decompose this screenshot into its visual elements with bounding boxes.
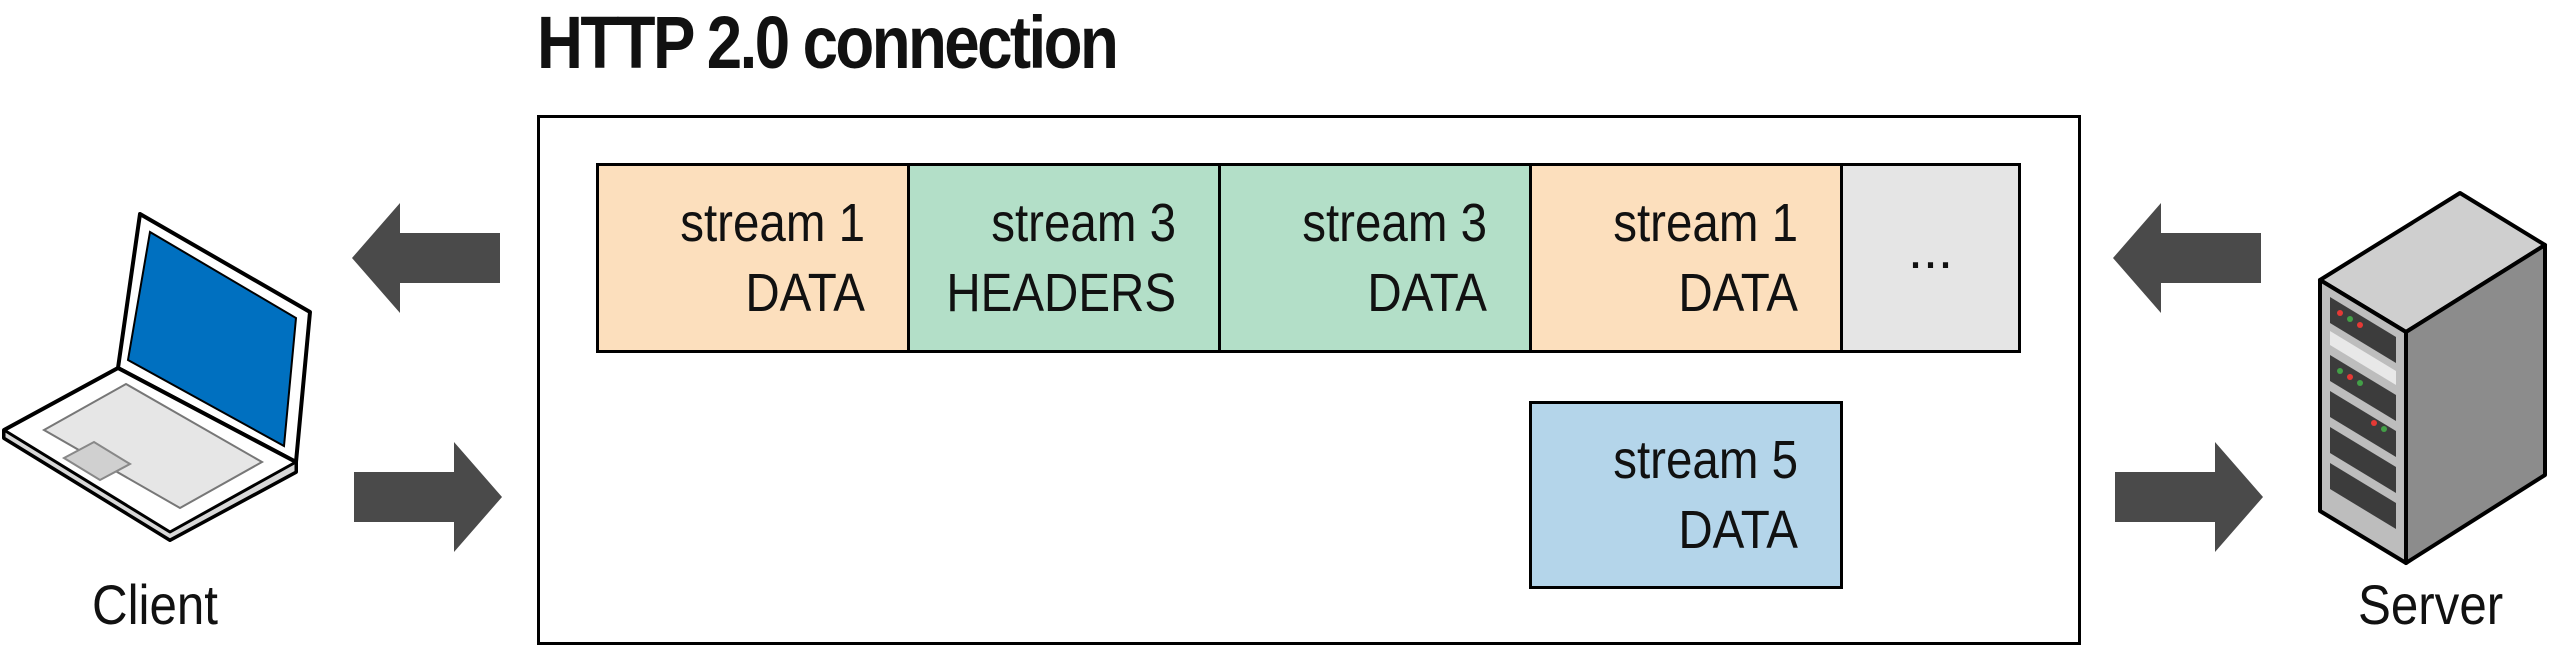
frame-ellipsis-label: ... (1907, 220, 1953, 280)
diagram-title: HTTP 2.0 connection (537, 1, 1119, 84)
server-label: Server (2358, 573, 2504, 636)
frame-type-label: DATA (1367, 263, 1487, 323)
frame-type-label: DATA (1678, 500, 1798, 560)
client-label: Client (92, 573, 218, 636)
frame-type-label: DATA (745, 263, 865, 323)
frame-stream-label: stream 1 (680, 193, 865, 253)
frame-stream-1-data-2: stream 1 DATA (1529, 163, 1843, 353)
frame-stream-label: stream 5 (1613, 430, 1798, 490)
frame-type-label: HEADERS (946, 263, 1176, 323)
arrow-left-icon (352, 203, 500, 313)
frame-stream-3-data: stream 3 DATA (1218, 163, 1532, 353)
frame-stream-5-data: stream 5 DATA (1529, 401, 1843, 589)
frame-more: ... (1840, 163, 2021, 353)
arrow-right-icon (354, 442, 502, 552)
frame-stream-label: stream 3 (1302, 193, 1487, 253)
arrow-left-icon (2113, 203, 2261, 313)
laptop-icon (2, 212, 312, 542)
frame-stream-3-headers: stream 3 HEADERS (907, 163, 1221, 353)
frame-stream-1-data: stream 1 DATA (596, 163, 910, 353)
server-icon (2318, 191, 2547, 565)
frame-stream-label: stream 1 (1613, 193, 1798, 253)
frame-stream-label: stream 3 (991, 193, 1176, 253)
arrow-right-icon (2115, 442, 2263, 552)
frame-type-label: DATA (1678, 263, 1798, 323)
